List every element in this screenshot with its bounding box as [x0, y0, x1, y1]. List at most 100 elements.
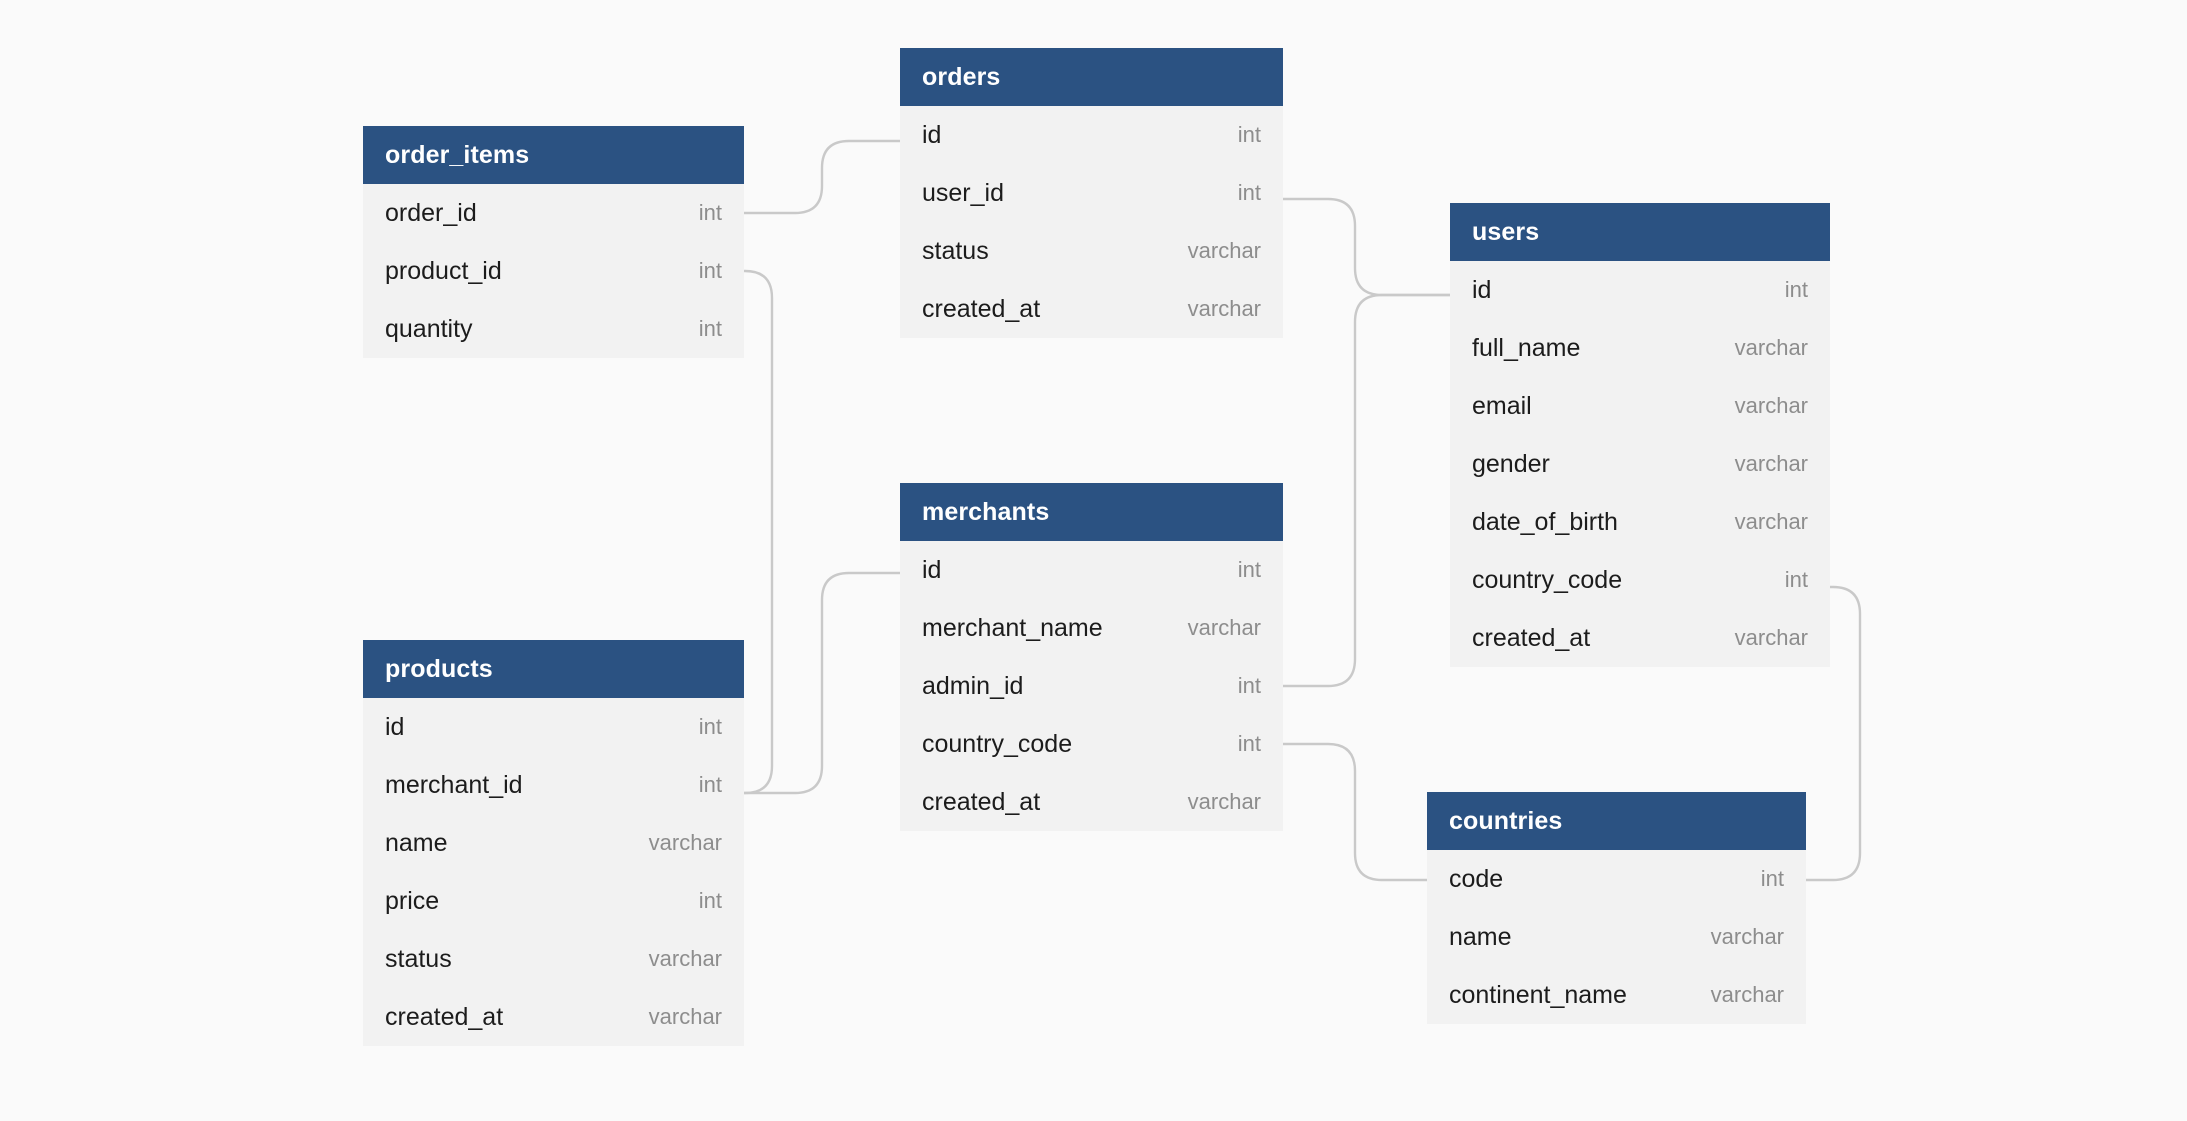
field-type: varchar — [1734, 451, 1808, 476]
field-name: created_at — [922, 294, 1041, 323]
entity-title: products — [385, 654, 493, 683]
field-type: int — [1784, 567, 1808, 592]
field-type: varchar — [1710, 982, 1784, 1007]
field-name: id — [922, 120, 942, 149]
field-type: int — [1237, 673, 1261, 698]
field-row[interactable]: quantity int — [363, 300, 744, 358]
field-type: varchar — [1187, 238, 1261, 263]
field-row[interactable]: continent_name varchar — [1427, 966, 1806, 1024]
field-name: code — [1449, 864, 1504, 893]
field-name: country_code — [1472, 565, 1623, 594]
field-type: int — [1237, 557, 1261, 582]
field-name: order_id — [385, 198, 477, 227]
entity-title: countries — [1449, 806, 1563, 835]
field-row[interactable]: date_of_birth varchar — [1450, 493, 1830, 551]
entity-header-order_items[interactable]: order_items — [363, 126, 744, 184]
field-name: id — [1472, 275, 1492, 304]
field-type: varchar — [1734, 335, 1808, 360]
field-name: country_code — [922, 729, 1073, 758]
field-name: user_id — [922, 178, 1004, 207]
field-type: int — [1237, 180, 1261, 205]
field-row[interactable]: status varchar — [363, 930, 744, 988]
edge-order_items-product_id-to-products-merchant_id — [742, 269, 774, 795]
field-row[interactable]: product_id int — [363, 242, 744, 300]
field-type: int — [1237, 122, 1261, 147]
field-row[interactable]: country_code int — [900, 715, 1283, 773]
edge-products-merchant_id-to-merchants-id — [742, 571, 902, 795]
field-type: int — [698, 258, 722, 283]
field-type: varchar — [648, 830, 722, 855]
field-row[interactable]: price int — [363, 872, 744, 930]
field-name: date_of_birth — [1472, 507, 1618, 536]
field-name: continent_name — [1449, 980, 1627, 1009]
field-type: varchar — [1187, 789, 1261, 814]
field-type: int — [1760, 866, 1784, 891]
field-row[interactable]: created_at varchar — [1450, 609, 1830, 667]
entity-header-countries[interactable]: countries — [1427, 792, 1806, 850]
entity-header-users[interactable]: users — [1450, 203, 1830, 261]
field-type: int — [698, 316, 722, 341]
field-type: int — [698, 772, 722, 797]
field-name: email — [1472, 391, 1532, 420]
field-name: product_id — [385, 256, 502, 285]
field-type: varchar — [1187, 615, 1261, 640]
entity-header-products[interactable]: products — [363, 640, 744, 698]
field-type: varchar — [1734, 509, 1808, 534]
field-type: int — [1237, 731, 1261, 756]
field-row[interactable]: gender varchar — [1450, 435, 1830, 493]
field-row[interactable]: id int — [900, 106, 1283, 164]
field-row[interactable]: user_id int — [900, 164, 1283, 222]
entity-header-orders[interactable]: orders — [900, 48, 1283, 106]
entity-header-merchants[interactable]: merchants — [900, 483, 1283, 541]
field-name: created_at — [922, 787, 1041, 816]
edge-merchants-country_code-to-countries-code — [1281, 742, 1429, 882]
field-type: int — [698, 888, 722, 913]
field-name: status — [385, 944, 452, 973]
field-row[interactable]: full_name varchar — [1450, 319, 1830, 377]
field-type: int — [1784, 277, 1808, 302]
field-row[interactable]: id int — [363, 698, 744, 756]
field-name: full_name — [1472, 333, 1581, 362]
field-name: gender — [1472, 449, 1550, 478]
field-row[interactable]: code int — [1427, 850, 1806, 908]
field-row[interactable]: id int — [900, 541, 1283, 599]
field-type: varchar — [648, 946, 722, 971]
field-row[interactable]: name varchar — [363, 814, 744, 872]
field-name: quantity — [385, 314, 473, 343]
field-name: price — [385, 886, 440, 915]
field-name: created_at — [385, 1002, 504, 1031]
field-type: varchar — [1734, 625, 1808, 650]
field-name: created_at — [1472, 623, 1591, 652]
entity-title: order_items — [385, 140, 530, 169]
field-name: id — [922, 555, 942, 584]
field-row[interactable]: country_code int — [1450, 551, 1830, 609]
field-type: int — [698, 714, 722, 739]
field-row[interactable]: admin_id int — [900, 657, 1283, 715]
field-row[interactable]: id int — [1450, 261, 1830, 319]
entity-title: users — [1472, 217, 1540, 246]
field-name: name — [385, 828, 448, 857]
field-row[interactable]: created_at varchar — [900, 773, 1283, 831]
edge-merchants-admin_id-to-users-id — [1281, 293, 1452, 688]
field-name: admin_id — [922, 671, 1024, 700]
field-name: id — [385, 712, 405, 741]
